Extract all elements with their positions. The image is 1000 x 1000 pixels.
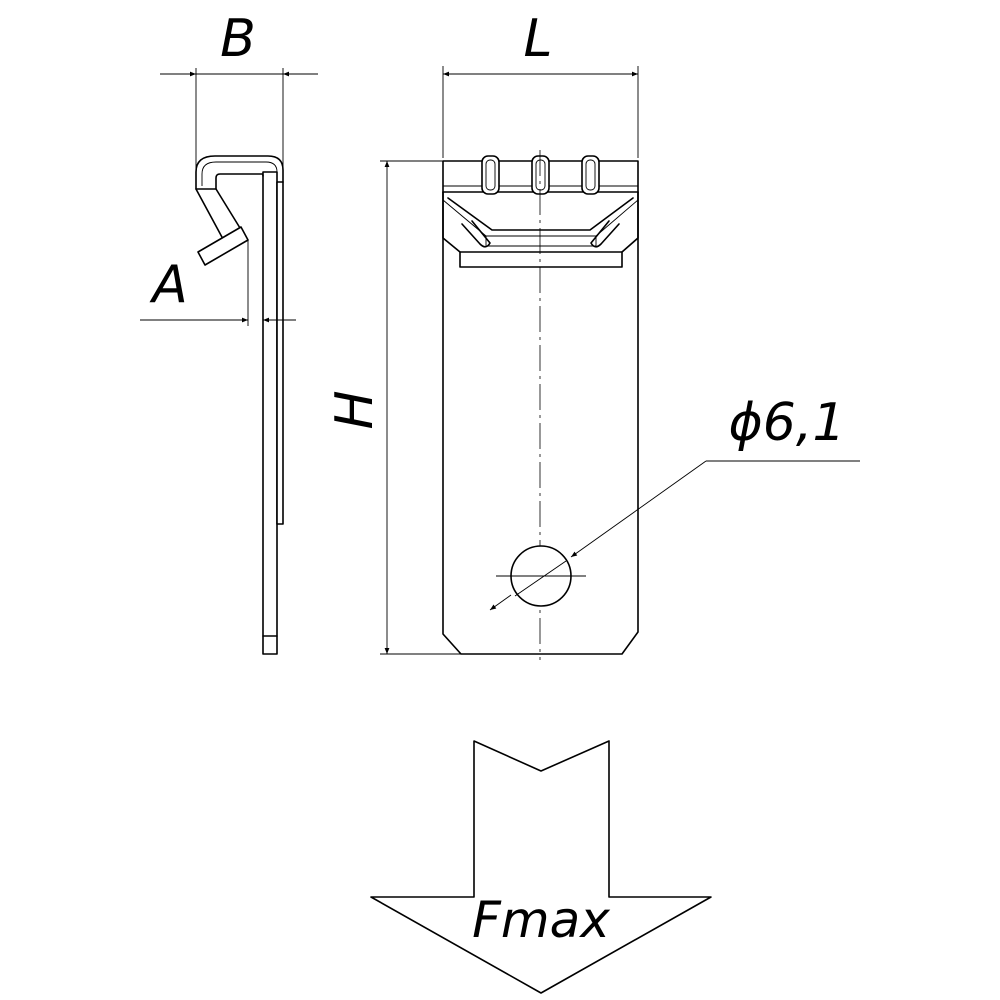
side-view-tab: [197, 226, 249, 266]
label-diameter: ϕ6,1: [729, 393, 846, 453]
label-l: L: [524, 9, 553, 69]
label-b: B: [220, 9, 256, 69]
load-arrow: [370, 740, 712, 994]
side-view-strip: [262, 171, 278, 655]
dimension-l: [442, 66, 639, 158]
front-view-slot-right: [590, 220, 620, 248]
label-fmax: Fmax: [472, 891, 610, 949]
dimension-h: [380, 160, 461, 655]
front-view-slot-left: [461, 220, 491, 248]
label-h: H: [325, 390, 385, 429]
label-a: A: [149, 255, 188, 315]
front-view-window: [442, 191, 639, 268]
front-view-teeth: [481, 155, 600, 195]
side-view-hook-leg: [195, 188, 241, 240]
diameter-leader: [489, 460, 860, 611]
side-view-back-plate: [276, 181, 284, 525]
dimension-b: [160, 68, 318, 180]
dimension-a: [140, 240, 296, 326]
front-view: [442, 150, 639, 660]
side-view: [195, 155, 284, 655]
front-view-outline: [442, 160, 639, 655]
